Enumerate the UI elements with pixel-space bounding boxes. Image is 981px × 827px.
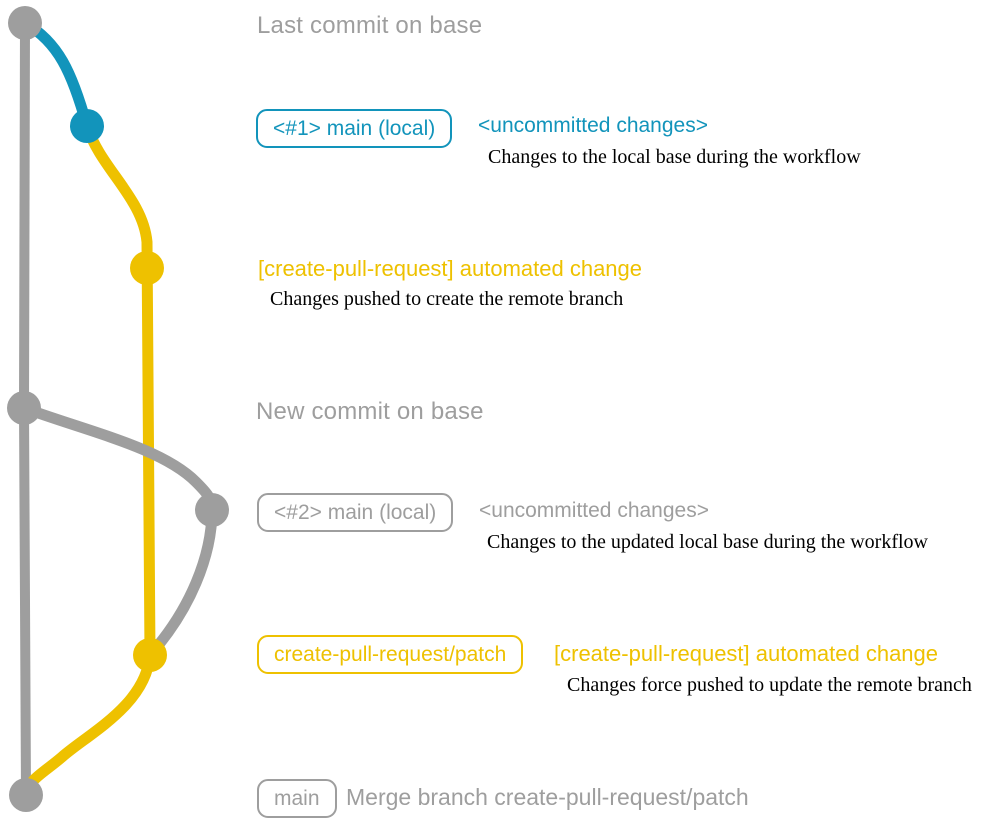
merge-line [20, 649, 156, 801]
description-local-base: Changes to the local base during the wor… [488, 146, 861, 168]
description-updated-local-base: Changes to the updated local base during… [487, 531, 928, 553]
local-main-branch-line-2 [18, 402, 218, 516]
rebase-line [144, 504, 218, 661]
badge-patch-branch: create-pull-request/patch [257, 635, 524, 675]
pull-request-branch-line [81, 120, 156, 661]
new-commit-label: New commit on base [256, 398, 484, 425]
commit-dot-local-1 [70, 109, 104, 143]
badge-main-local-1: <#1> main (local) [256, 109, 453, 149]
badge-main: main [257, 779, 337, 819]
description-force-push: Changes force pushed to update the remot… [567, 674, 972, 696]
badge-main-local-2: <#2> main (local) [257, 493, 454, 533]
commit-dot-local-2 [195, 493, 229, 527]
automated-change-title-2: [create-pull-request] automated change [554, 641, 939, 666]
description-push-create: Changes pushed to create the remote bran… [270, 288, 624, 310]
commit-dot-last-base [8, 6, 42, 40]
commit-dot-automated-2 [133, 638, 167, 672]
automated-change-title-1: [create-pull-request] automated change [258, 256, 643, 281]
merge-commit-label: Merge branch create-pull-request/patch [346, 784, 749, 810]
commit-dot-automated-1 [130, 251, 164, 285]
uncommitted-changes-2: <uncommitted changes> [479, 499, 709, 522]
uncommitted-changes-1: <uncommitted changes> [478, 114, 708, 137]
last-commit-label: Last commit on base [257, 12, 483, 39]
commit-dot-merge [9, 778, 43, 812]
local-main-branch-line-1 [19, 17, 93, 132]
commit-dot-new-base [7, 391, 41, 425]
